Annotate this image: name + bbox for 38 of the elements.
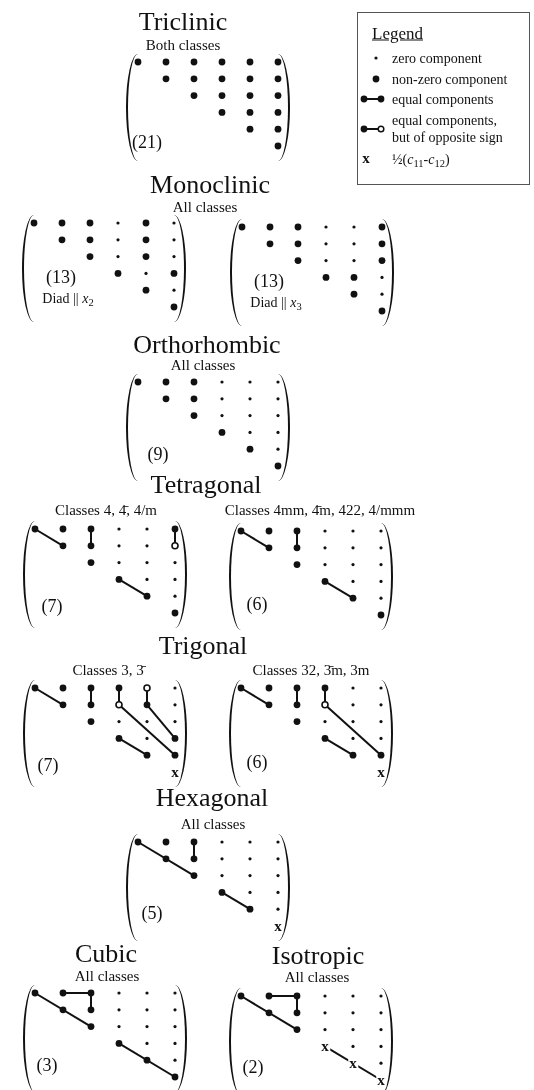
component-count: (3) (36, 1056, 58, 1074)
legend-text: non-zero component (392, 70, 509, 88)
component-count: (9) (147, 445, 169, 463)
diad-axis-note: Diad || x$_{3}$ (250, 296, 302, 310)
component-count: (2) (242, 1058, 264, 1076)
component-count: (6) (246, 753, 268, 771)
diad-axis-note: Diad || x$_{2}$ (42, 292, 94, 306)
crystal-system-title: Cubic (74, 941, 138, 967)
component-count: (7) (37, 756, 59, 774)
crystal-system-title: Tetragonal (150, 472, 262, 498)
crystal-system-title: Triclinic (138, 9, 228, 35)
component-count: (5) (141, 904, 163, 922)
class-subtitle: Classes 4, 4̄, 4/m (54, 502, 158, 518)
crystal-system-title: Trigonal (158, 633, 248, 659)
component-count: (7) (41, 597, 63, 615)
crystal-system-title: Monoclinic (150, 172, 270, 198)
half-difference-mark: x (362, 150, 370, 166)
legend-title: Legend (372, 24, 423, 42)
class-subtitle: Classes 32, 3̄m, 3m (252, 662, 370, 678)
class-subtitle: All classes (170, 357, 236, 373)
class-subtitle: All classes (180, 816, 246, 832)
component-count: (13) (46, 268, 76, 286)
class-subtitle: All classes (74, 968, 140, 984)
component-count: (6) (246, 595, 268, 613)
class-subtitle: Both classes (145, 37, 221, 53)
crystal-system-title: Hexagonal (155, 785, 269, 811)
legend-text: equal components, but of opposite sign (392, 112, 504, 146)
class-subtitle: Classes 3, 3̄ (72, 662, 144, 678)
legend-text: ½(c$_{11}$-c$_{12}$) (392, 150, 451, 168)
component-count: (13) (254, 272, 284, 290)
class-subtitle: All classes (172, 199, 238, 215)
component-count: (21) (132, 133, 162, 151)
crystal-system-title: Isotropic (271, 943, 365, 969)
legend-text: equal components (392, 90, 495, 108)
legend-text: zero component (392, 49, 483, 67)
class-subtitle: All classes (284, 969, 350, 985)
class-subtitle: Classes 4mm, 4̄m, 422, 4/mmm (224, 502, 416, 518)
crystal-system-title: Orthorhombic (133, 332, 281, 358)
